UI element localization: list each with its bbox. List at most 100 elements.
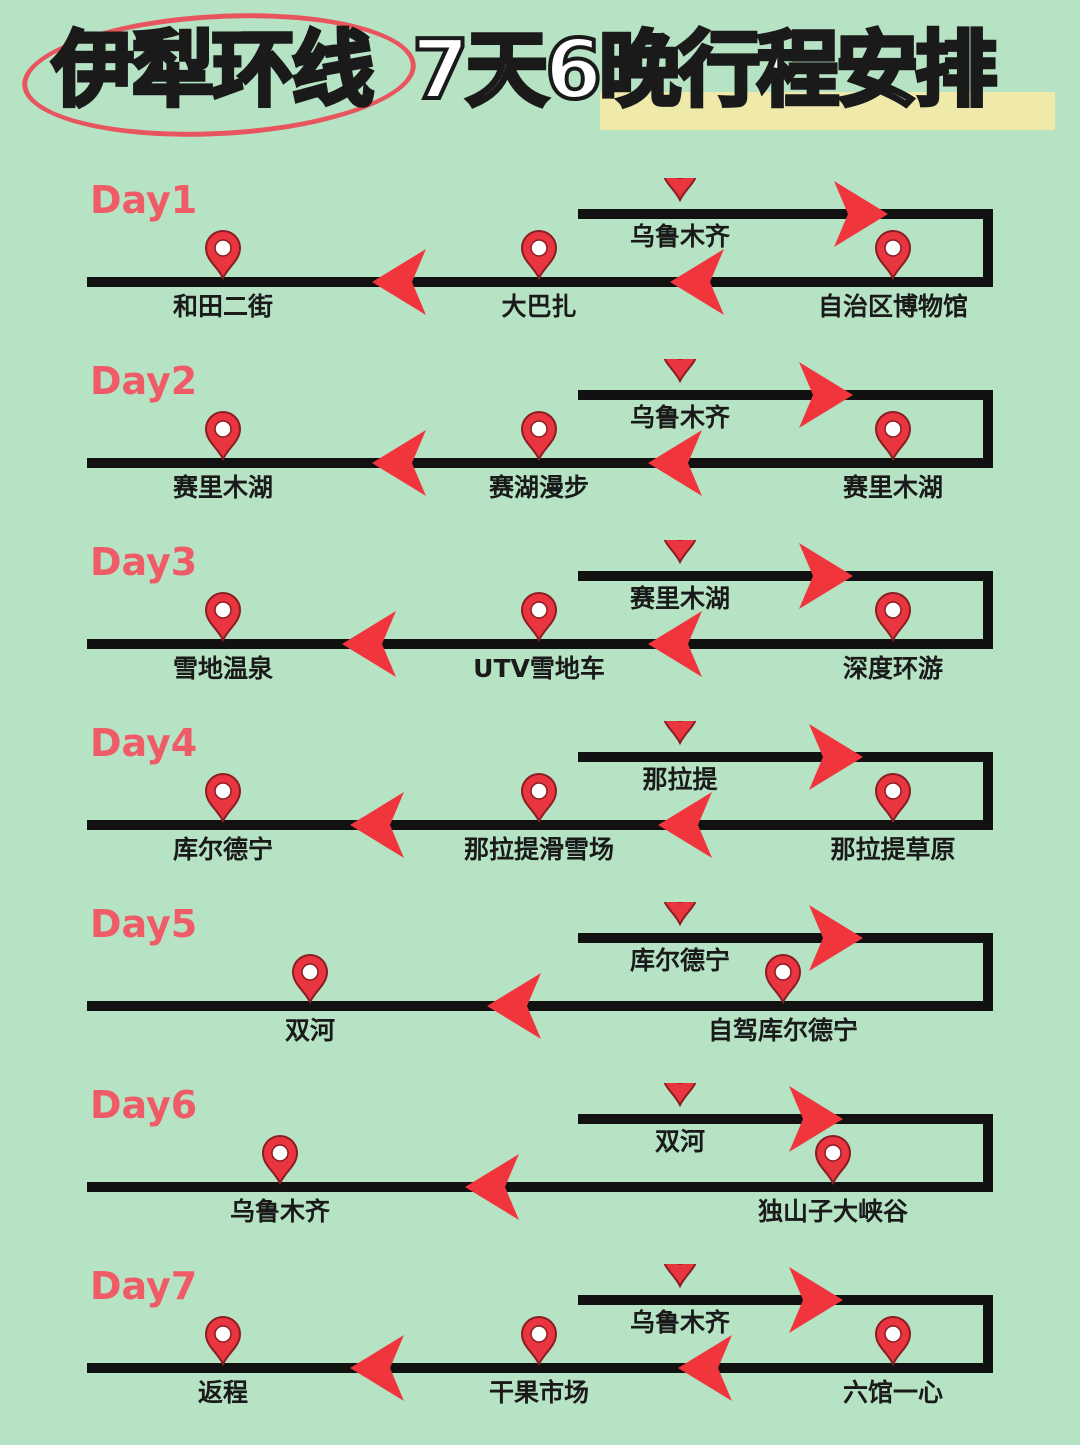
arrow-left [350,792,404,858]
route-diagram [87,902,993,1039]
route-line [87,752,993,830]
location-pin-icon [663,1264,697,1289]
location-pin-icon [874,773,912,824]
location-pin-icon [520,230,558,281]
location-pin-icon [291,954,329,1005]
stop-label-turn: 自驾库尔德宁 [707,1016,859,1045]
location-pin-icon [204,1316,242,1367]
location-pin-icon [874,1316,912,1367]
location-pin-icon [261,1135,299,1186]
day-label: Day2 [90,359,198,403]
arrow-right [799,362,853,428]
route-line [87,1295,993,1373]
arrow-right [789,1086,843,1152]
location-pin-icon [814,1135,852,1186]
location-pin-icon [874,411,912,462]
stop-label-upper: 乌鲁木齐 [629,403,731,432]
arrow-left [658,792,712,858]
route-line [87,209,993,287]
location-pin-icon [663,1083,697,1108]
location-pin-icon [663,359,697,384]
stop-label-end: 库尔德宁 [172,835,274,864]
title-banner: 伊犁环线 7天6晚行程安排 [0,0,1080,150]
stop-label-turn: 独山子大峡谷 [757,1197,909,1226]
location-pin-icon [663,540,697,565]
route-diagram [87,1083,993,1220]
stop-label-turn: 自治区博物馆 [817,292,969,321]
stop-label-turn: 赛里木湖 [842,473,944,502]
arrow-right [799,543,853,609]
day-label: Day6 [90,1083,198,1127]
route-line [87,933,993,1011]
day-label: Day1 [90,178,198,222]
location-pin-icon [663,721,697,746]
location-pin-icon [663,178,697,203]
day-5: Day5 库尔德宁自驾库尔德宁 双河 [0,902,1080,1083]
day-label: Day7 [90,1264,198,1308]
stop-label-upper: 双河 [654,1127,706,1156]
title-schedule: 7天6晚行程安排 [410,23,999,118]
arrow-right [834,181,888,247]
title-highlight [600,92,1055,130]
arrow-left [648,611,702,677]
location-pin-icon [204,411,242,462]
arrow-right [809,905,863,971]
day-1: Day1 乌鲁木齐自治区博物馆 大巴扎 和田二街 [0,178,1080,359]
arrow-right [789,1267,843,1333]
location-pin-icon [520,411,558,462]
stop-label-upper: 乌鲁木齐 [629,222,731,251]
stop-label-mid: 大巴扎 [501,292,577,321]
location-pin-icon [764,954,802,1005]
stop-label-end: 赛里木湖 [172,473,274,502]
route-diagram [87,359,993,496]
stop-label-upper: 赛里木湖 [629,584,731,613]
day-label: Day3 [90,540,198,584]
stop-label-turn: 深度环游 [842,654,944,683]
arrow-left [670,249,724,315]
stop-label-end: 乌鲁木齐 [229,1197,331,1226]
location-pin-icon [204,230,242,281]
arrow-left [648,430,702,496]
day-6: Day6 双河独山子大峡谷 乌鲁木齐 [0,1083,1080,1264]
title-route-name: 伊犁环线 [50,23,376,118]
location-pin-icon [874,230,912,281]
day-3: Day3 赛里木湖深度环游 UTV雪地车 雪地温泉 [0,540,1080,721]
route-diagram [87,178,993,315]
stop-label-turn: 六馆一心 [842,1378,944,1407]
arrow-left [350,1335,404,1401]
stop-label-end: 和田二街 [172,292,274,321]
location-pin-icon [520,773,558,824]
arrow-left [372,249,426,315]
stop-label-turn: 那拉提草原 [830,835,956,864]
arrow-right [809,724,863,790]
location-pin-icon [204,773,242,824]
stop-label-upper: 库尔德宁 [629,946,731,975]
day-label: Day4 [90,721,198,765]
arrow-left [465,1154,519,1220]
stop-label-upper: 乌鲁木齐 [629,1308,731,1337]
stop-label-upper: 那拉提 [642,765,718,794]
stop-label-mid: 干果市场 [488,1378,590,1407]
stop-label-end: 双河 [284,1016,336,1045]
arrow-left [487,973,541,1039]
route-line [87,1114,993,1192]
stop-label-mid: 那拉提滑雪场 [463,835,615,864]
location-pin-icon [663,902,697,927]
route-diagram [87,540,993,677]
arrow-left [342,611,396,677]
route-diagram [87,721,993,858]
location-pin-icon [520,1316,558,1367]
day-label: Day5 [90,902,198,946]
route-diagram [87,1264,993,1401]
location-pin-icon [204,592,242,643]
stop-label-end: 雪地温泉 [172,654,274,683]
stop-label-mid: UTV雪地车 [473,654,605,683]
arrow-left [678,1335,732,1401]
location-pin-icon [520,592,558,643]
stop-label-mid: 赛湖漫步 [488,473,590,502]
location-pin-icon [874,592,912,643]
route-line [87,390,993,468]
day-2: Day2 乌鲁木齐赛里木湖 赛湖漫步 赛里木湖 [0,359,1080,540]
arrow-left [372,430,426,496]
